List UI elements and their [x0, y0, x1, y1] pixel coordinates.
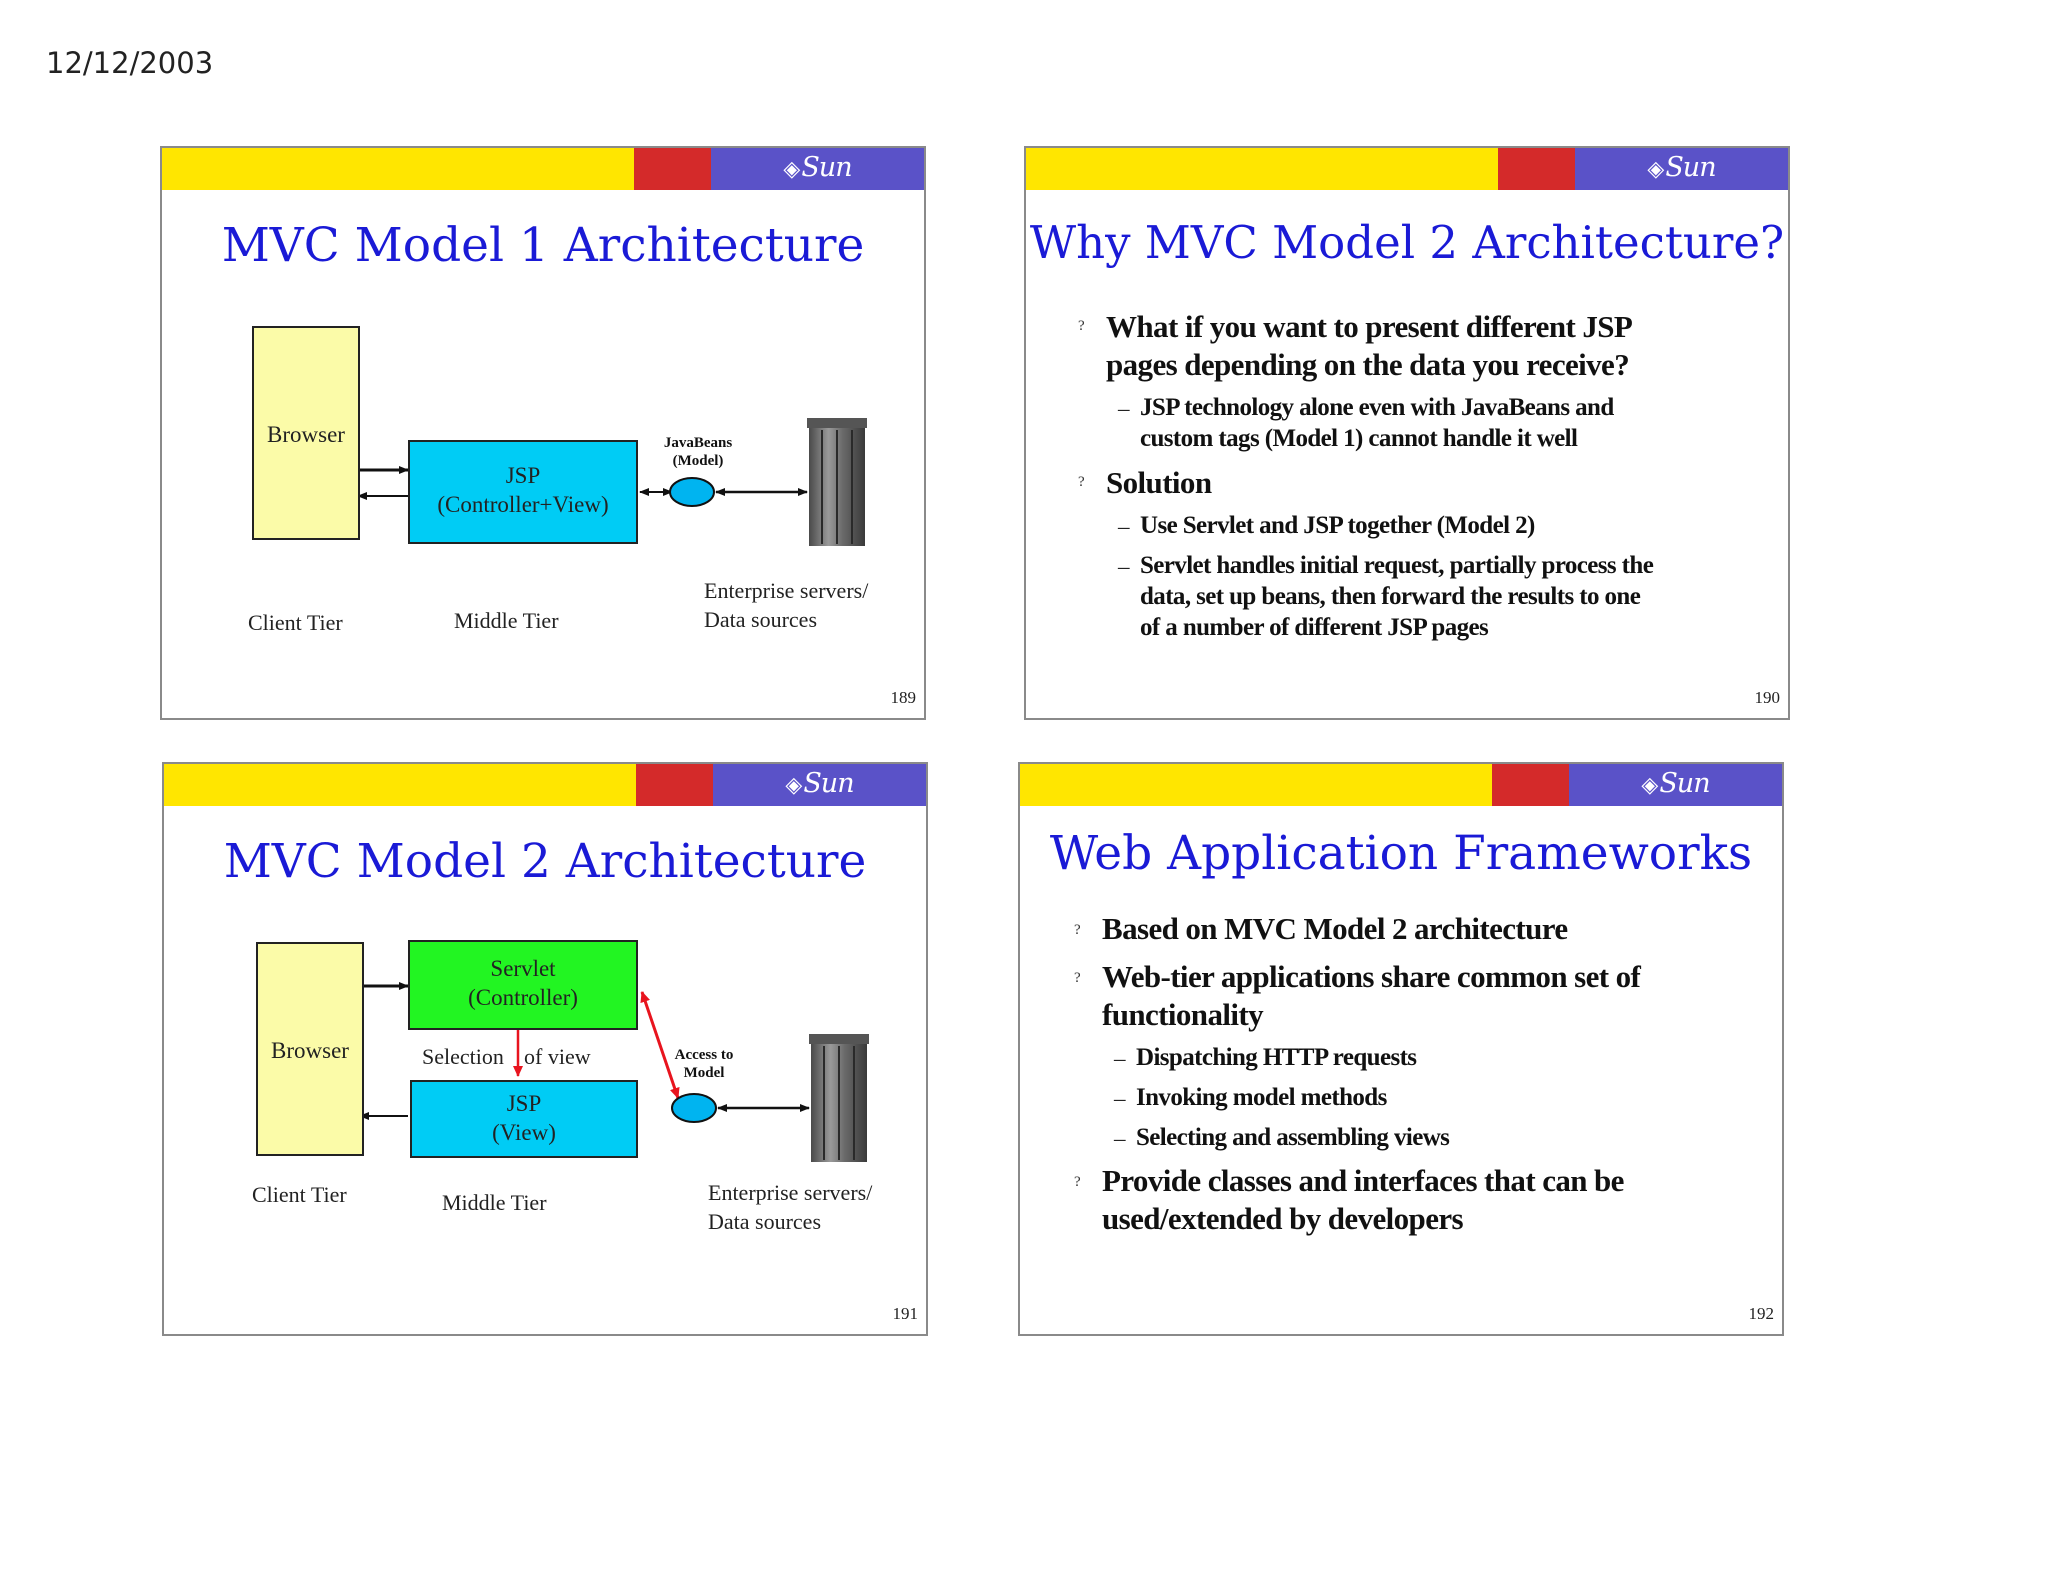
bullet-marker: ? — [1074, 970, 1081, 986]
bullet-2: Solution — [1106, 465, 1212, 500]
middle-tier-label: Middle Tier — [454, 608, 559, 633]
slide-title: Web Application Frameworks — [1049, 826, 1753, 881]
slide-number: 189 — [890, 688, 917, 707]
sun-diamond-icon: ◈ — [1641, 773, 1658, 798]
bullet-2-sub-3: Selecting and assembling views — [1136, 1124, 1450, 1151]
javabeans-label: JavaBeans (Model) — [663, 435, 733, 469]
sub-bullet-dash: – — [1114, 1046, 1126, 1071]
slide-title: MVC Model 1 Architecture — [221, 218, 865, 273]
access-to-model-label: Access to Model — [674, 1047, 734, 1081]
bullet-1-sub-1: JSP technology alone even with JavaBeans… — [1140, 394, 1614, 452]
sun-logo: ◈Sun — [785, 768, 854, 799]
enterprise-label: Enterprise servers/ Data sources — [708, 1180, 873, 1234]
bullet-1: What if you want to present different JS… — [1106, 309, 1633, 382]
sub-bullet-dash: – — [1118, 396, 1130, 421]
slide-header-bar: ◈Sun — [1020, 764, 1782, 806]
enterprise-label: Enterprise servers/ Data sources — [704, 578, 869, 632]
slide-header-bar: ◈Sun — [164, 764, 926, 806]
browser-box: Browser — [252, 326, 360, 540]
server-icon — [809, 1034, 869, 1162]
middle-tier-label: Middle Tier — [442, 1190, 547, 1215]
slide-title: MVC Model 2 Architecture — [223, 834, 867, 889]
slide-number: 190 — [1754, 688, 1781, 707]
bullet-3: Provide classes and interfaces that can … — [1102, 1163, 1624, 1236]
bullet-marker: ? — [1078, 474, 1085, 490]
selection-label: Selection — [422, 1044, 504, 1069]
server-icon — [807, 418, 867, 546]
client-tier-label: Client Tier — [248, 610, 343, 635]
javabeans-model-icon — [669, 477, 715, 507]
sun-diamond-icon: ◈ — [785, 773, 802, 798]
model-bean-icon — [671, 1093, 717, 1123]
jsp-controller-view-box: JSP (Controller+View) — [408, 440, 638, 544]
page-date: 12/12/2003 — [46, 46, 214, 80]
slide-190[interactable]: ◈Sun Why MVC Model 2 Architecture? ? Wha… — [1024, 146, 1790, 720]
browser-box: Browser — [256, 942, 364, 1156]
servlet-controller-box: Servlet (Controller) — [408, 940, 638, 1030]
client-tier-label: Client Tier — [252, 1182, 347, 1207]
sun-diamond-icon: ◈ — [783, 157, 800, 182]
slide-header-bar: ◈Sun — [1026, 148, 1788, 190]
access-to-model-arrow — [640, 991, 680, 1099]
sub-bullet-dash: – — [1114, 1126, 1126, 1151]
slide-191[interactable]: ◈Sun MVC Model 2 Architecture — [162, 762, 928, 1336]
sub-bullet-dash: – — [1118, 554, 1130, 579]
slide-number: 191 — [892, 1304, 919, 1323]
sun-logo: ◈Sun — [1647, 152, 1716, 183]
model2-diagram — [359, 982, 869, 1162]
slide-header-bar: ◈Sun — [162, 148, 924, 190]
bullet-marker: ? — [1078, 318, 1085, 334]
jsp-view-box: JSP (View) — [410, 1080, 638, 1158]
slide-189[interactable]: ◈Sun MVC Model 1 Architecture — [160, 146, 926, 720]
bullet-marker: ? — [1074, 922, 1081, 938]
bullet-2-sub-1: Use Servlet and JSP together (Model 2) — [1140, 512, 1535, 539]
sun-diamond-icon: ◈ — [1647, 157, 1664, 182]
slide-192[interactable]: ◈Sun Web Application Frameworks ? Based … — [1018, 762, 1784, 1336]
slide-title: Why MVC Model 2 Architecture? — [1029, 216, 1785, 269]
model1-diagram — [357, 418, 867, 546]
bullet-2: Web-tier applications share common set o… — [1102, 959, 1641, 1032]
bullet-2-sub-2: Invoking model methods — [1136, 1084, 1387, 1111]
sun-logo: ◈Sun — [783, 152, 852, 183]
sub-bullet-dash: – — [1118, 514, 1130, 539]
bullet-2-sub-1: Dispatching HTTP requests — [1136, 1044, 1417, 1071]
sun-logo: ◈Sun — [1641, 768, 1710, 799]
bullet-2-sub-2: Servlet handles initial request, partial… — [1140, 552, 1654, 641]
of-view-label: of view — [524, 1044, 591, 1069]
slide-number: 192 — [1748, 1304, 1775, 1323]
bullet-1: Based on MVC Model 2 architecture — [1102, 911, 1568, 946]
bullet-marker: ? — [1074, 1174, 1081, 1190]
sub-bullet-dash: – — [1114, 1086, 1126, 1111]
